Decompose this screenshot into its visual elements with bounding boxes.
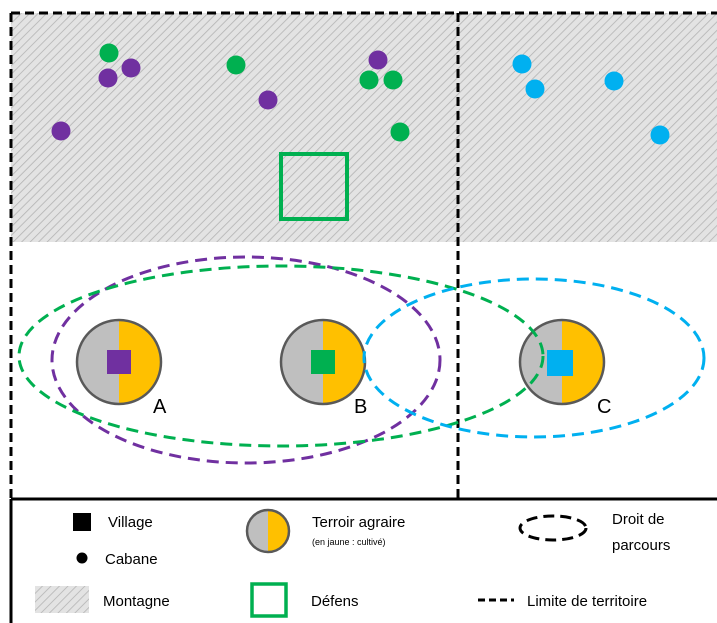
cabane-cyan <box>512 54 532 74</box>
cabane-purple <box>121 58 141 78</box>
cabane-cyan <box>650 125 670 145</box>
village-label-c: C <box>597 396 611 418</box>
cabane-cyan <box>604 71 624 91</box>
droits-de-parcours <box>17 255 706 465</box>
cabane-purple <box>51 121 71 141</box>
legend-cabane-icon <box>76 552 88 564</box>
village-c <box>547 350 573 376</box>
legend-terroir-label: Terroir agraire <box>312 514 405 531</box>
legend-cabane-label: Cabane <box>105 551 158 568</box>
village-label-b: B <box>354 396 367 418</box>
legend-limite-label: Limite de territoire <box>527 593 647 610</box>
village-a <box>107 350 131 374</box>
cabane-purple <box>258 90 278 110</box>
defens <box>279 152 349 221</box>
cabane-green <box>383 70 403 90</box>
legend-village-label: Village <box>108 514 153 531</box>
parcours-cyan <box>362 277 706 439</box>
territory-boundaries <box>9 11 717 498</box>
legend: Village Cabane Montagne Terroir agraire … <box>9 497 717 623</box>
mountain-zone <box>11 13 717 242</box>
parcours-purple <box>50 255 442 465</box>
cabanes <box>51 43 670 145</box>
parcours-green <box>17 264 545 448</box>
cabane-cyan <box>525 79 545 99</box>
legend-montagne-icon <box>35 586 89 613</box>
terroir-a <box>75 318 163 406</box>
cabane-green <box>390 122 410 142</box>
legend-defens-icon <box>250 582 288 618</box>
cabane-purple <box>368 50 388 70</box>
legend-droit-label-1: Droit de <box>612 511 665 528</box>
village-b <box>311 350 335 374</box>
cabane-green <box>99 43 119 63</box>
cabane-green <box>359 70 379 90</box>
cabane-purple <box>98 68 118 88</box>
legend-terroir-note: (en jaune : cultivé) <box>312 537 386 547</box>
legend-terroir-icon <box>245 508 291 554</box>
village-label-a: A <box>153 396 167 418</box>
cabane-green <box>226 55 246 75</box>
legend-defens-label: Défens <box>311 593 359 610</box>
terroir-b <box>279 318 367 406</box>
legend-droit-label-2: parcours <box>612 537 670 554</box>
legend-montagne-label: Montagne <box>103 593 170 610</box>
legend-village-icon <box>73 513 91 531</box>
legend-droit-icon <box>518 514 588 542</box>
